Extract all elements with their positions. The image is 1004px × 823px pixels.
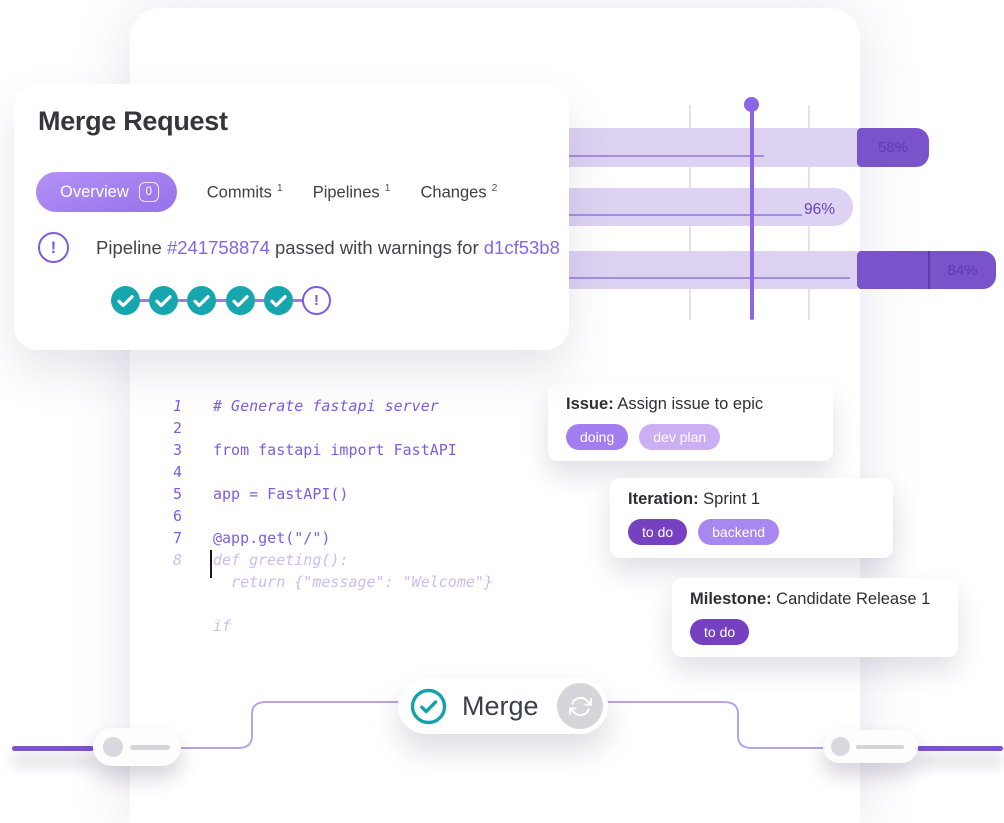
tab-overview[interactable]: Overview 0 [36, 172, 177, 212]
tag-doing: doing [566, 424, 629, 450]
tag-to-do: to do [690, 619, 750, 645]
card-title: Iteration: Sprint 1 [628, 490, 761, 508]
commit-node-left [93, 728, 181, 766]
code-line[interactable]: 6 [173, 505, 493, 527]
line-number [173, 571, 187, 593]
tag-row: to do [690, 619, 940, 645]
merge-button-label: Merge [462, 690, 539, 721]
refresh-icon[interactable] [557, 683, 603, 729]
stage-passed-check-icon [149, 286, 178, 315]
pipeline-id-link[interactable]: #241758874 [166, 236, 270, 258]
code-text: return {"message": "Welcome"} [213, 573, 493, 591]
code-line[interactable]: 8 def greeting(): [173, 549, 493, 578]
status-middle: passed with warnings for [269, 236, 484, 258]
line-number: 5 [173, 485, 183, 503]
tag-to-do: to do [628, 519, 688, 545]
pipeline-stages: ! [111, 286, 333, 316]
stage-passed-check-icon [187, 286, 216, 315]
iteration-card[interactable]: Iteration: Sprint 1 to do backend [610, 478, 893, 558]
code-text: def greeting(): [213, 551, 349, 569]
pipeline-status-row: ! Pipeline #241758874 passed with warnin… [38, 232, 560, 263]
code-line[interactable]: 7 @app.get("/") [173, 527, 493, 549]
code-line[interactable]: 5 app = FastAPI() [173, 483, 493, 505]
tag-backend: backend [698, 519, 780, 545]
tag-row: to do backend [628, 519, 875, 545]
page-title: Merge Request [38, 106, 228, 136]
commit-dot-icon [831, 737, 850, 756]
warning-icon: ! [38, 232, 69, 263]
issue-card[interactable]: Issue: Assign issue to epic doing dev plan [548, 383, 833, 461]
status-prefix: Pipeline [96, 236, 167, 258]
code-text: app = FastAPI() [213, 485, 349, 503]
code-line[interactable]: if [173, 615, 493, 637]
branch-line-left [12, 746, 94, 751]
tab-label: Overview [60, 182, 129, 201]
line-number: 8 [173, 551, 183, 569]
line-number: 1 [173, 397, 183, 415]
line-number: 6 [173, 507, 183, 525]
tab-badge: 0 [138, 182, 159, 202]
commit-node-right [823, 730, 918, 763]
code-text: @app.get("/") [213, 529, 331, 547]
commit-bar [856, 744, 904, 749]
mr-tabs: Overview 0 Commits 1 Pipelines 1 Changes 2 [36, 172, 497, 212]
code-line[interactable] [173, 593, 493, 615]
code-text: # Generate fastapi server [213, 397, 439, 415]
check-circle-icon [410, 688, 447, 725]
stage-passed-check-icon [226, 286, 255, 315]
pipeline-status-text: Pipeline #241758874 passed with warnings… [96, 237, 560, 259]
tab-count-badge: 1 [384, 181, 391, 194]
tab-label: Changes [420, 183, 487, 202]
gantt-bar-complete: 58% [857, 128, 929, 167]
commit-bar [130, 745, 170, 750]
stage-passed-check-icon [111, 286, 140, 315]
stage-warning-icon: ! [302, 286, 331, 315]
code-lines: 1 # Generate fastapi server 2 3 from fastapi… [173, 395, 493, 637]
code-text: if [213, 617, 232, 635]
tab-label: Pipelines [312, 183, 380, 202]
code-line[interactable]: 1 # Generate fastapi server [173, 395, 493, 417]
branch-line-right [917, 746, 1003, 751]
tag-row: doing dev plan [566, 424, 815, 450]
progress-percent-label: 84% [947, 261, 978, 279]
code-editor[interactable]: 1 # Generate fastapi server 2 3 from fastapi… [173, 395, 493, 637]
stages-connector-line [126, 299, 316, 302]
card-title: Milestone: Candidate Release 1 [690, 590, 931, 608]
tab-changes[interactable]: Changes 2 [421, 182, 498, 203]
stage-passed-check-icon [264, 286, 293, 315]
bar-segment-divider [928, 251, 930, 289]
code-line[interactable]: 3 from fastapi import FastAPI [173, 439, 493, 461]
code-line[interactable]: return {"message": "Welcome"} [173, 571, 493, 593]
tab-count-badge: 1 [276, 181, 283, 194]
line-number [173, 593, 187, 615]
commit-hash-link[interactable]: d1cf53b8 [483, 236, 560, 258]
gantt-bar-complete: 84% [857, 251, 996, 289]
commit-dot-icon [103, 737, 123, 757]
line-number [173, 615, 187, 637]
progress-percent-label: 58% [877, 139, 909, 156]
merge-button[interactable]: Merge [398, 678, 608, 734]
card-title: Issue: Assign issue to epic [566, 395, 764, 413]
tab-commits[interactable]: Commits 1 [207, 182, 283, 203]
code-text: from fastapi import FastAPI [213, 441, 457, 459]
code-line[interactable]: 4 [173, 461, 493, 483]
milestone-card[interactable]: Milestone: Candidate Release 1 to do [672, 578, 958, 657]
text-cursor [210, 550, 212, 578]
line-number: 2 [173, 419, 183, 437]
tab-pipelines[interactable]: Pipelines 1 [313, 182, 391, 203]
line-number: 7 [173, 529, 183, 547]
line-number: 3 [173, 441, 183, 459]
tab-label: Commits [206, 183, 272, 202]
line-number: 4 [173, 463, 183, 481]
code-line[interactable]: 2 [173, 417, 493, 439]
tag-dev-plan: dev plan [639, 424, 721, 450]
tab-count-badge: 2 [491, 181, 498, 194]
